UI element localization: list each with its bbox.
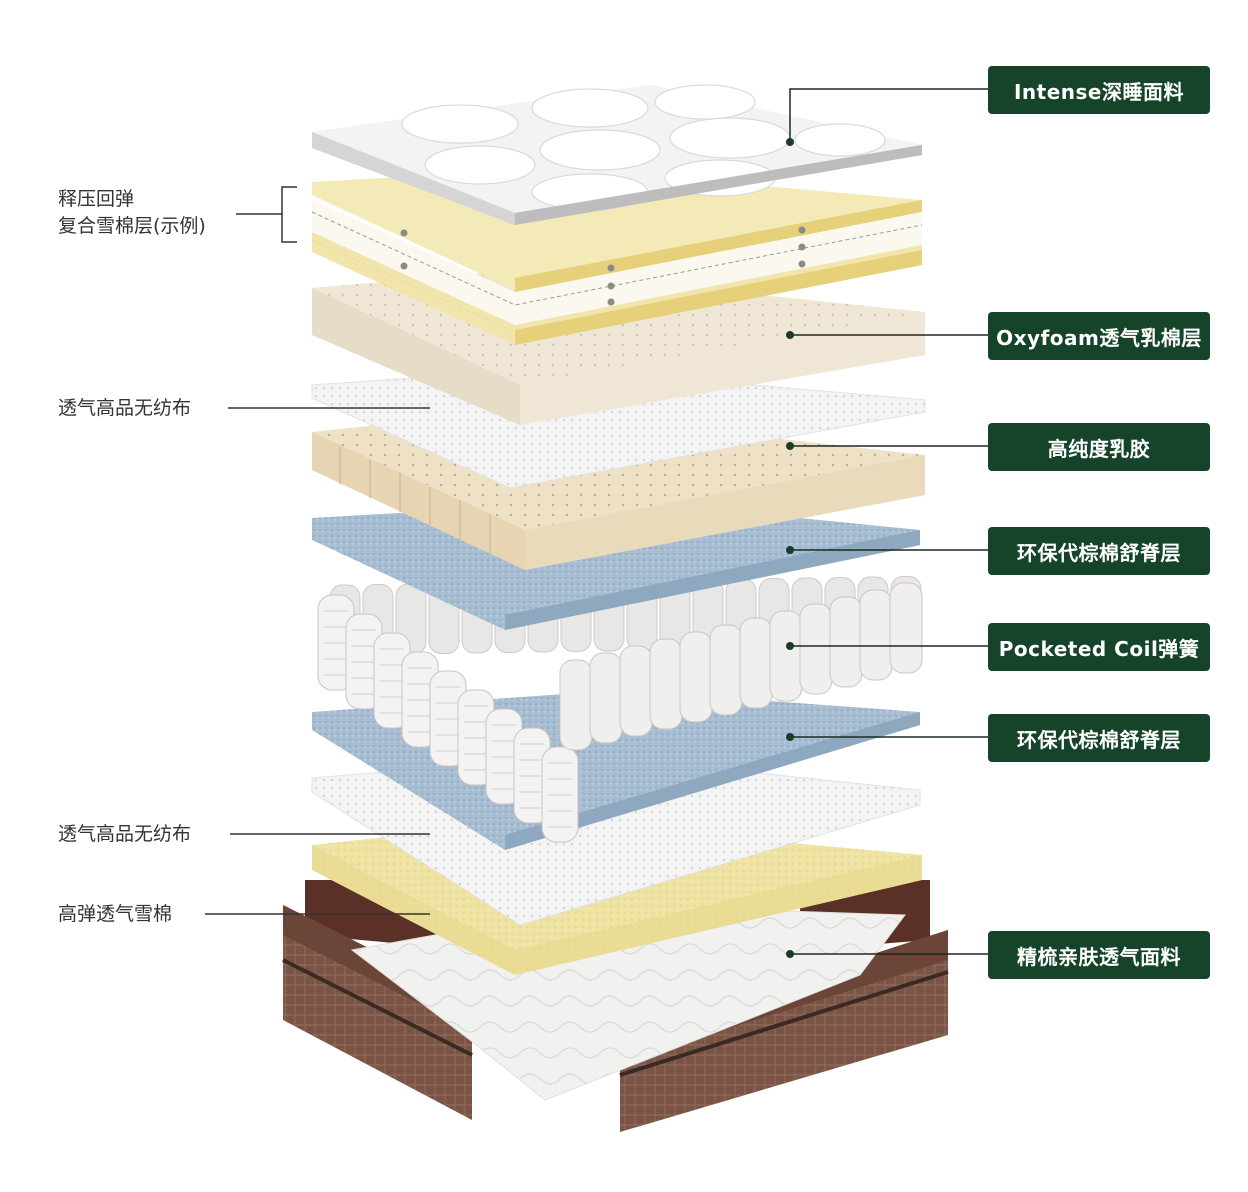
coil-pocket — [829, 596, 863, 688]
label-oxyfoam: Oxyfoam透气乳棉层 — [988, 312, 1210, 360]
coil-pocket — [769, 610, 803, 702]
leader-lines-left — [205, 407, 430, 915]
label-memory-foam-line2: 复合雪棉层(示例) — [58, 215, 206, 237]
label-latex: 高纯度乳胶 — [988, 423, 1210, 471]
label-eco-palm-top: 环保代棕棉舒脊层 — [988, 527, 1210, 575]
memory-foam-bracket — [236, 186, 297, 243]
label-nonwoven-bottom: 透气高品无纺布 — [58, 823, 192, 845]
layer-top-fabric — [312, 84, 922, 225]
coil-pocket — [559, 659, 593, 751]
coil-pocket — [589, 652, 623, 744]
coil-pocket — [889, 582, 923, 674]
coil-pocket — [649, 638, 683, 730]
label-intense-fabric: Intense深睡面料 — [988, 66, 1210, 114]
leader-lines-right — [789, 88, 988, 955]
layer-pocketed-coil — [317, 576, 923, 843]
coil-pocket — [679, 631, 713, 723]
label-high-resilience-foam: 高弹透气雪棉 — [58, 903, 173, 925]
label-combed-fabric: 精梳亲肤透气面料 — [988, 931, 1210, 979]
label-memory-foam: 释压回弹 复合雪棉层(示例) — [58, 186, 206, 240]
label-pocketed-coil: Pocketed Coil弹簧 — [988, 623, 1210, 671]
label-eco-palm-bottom: 环保代棕棉舒脊层 — [988, 714, 1210, 762]
coil-pocket — [799, 603, 833, 695]
coil-pocket — [859, 589, 893, 681]
leader-dots-right — [786, 138, 794, 958]
coil-pocket — [709, 624, 743, 716]
coil-pocket — [739, 617, 773, 709]
coil-pocket — [619, 645, 653, 737]
label-nonwoven-top: 透气高品无纺布 — [58, 397, 192, 419]
label-memory-foam-line1: 释压回弹 — [58, 188, 135, 210]
